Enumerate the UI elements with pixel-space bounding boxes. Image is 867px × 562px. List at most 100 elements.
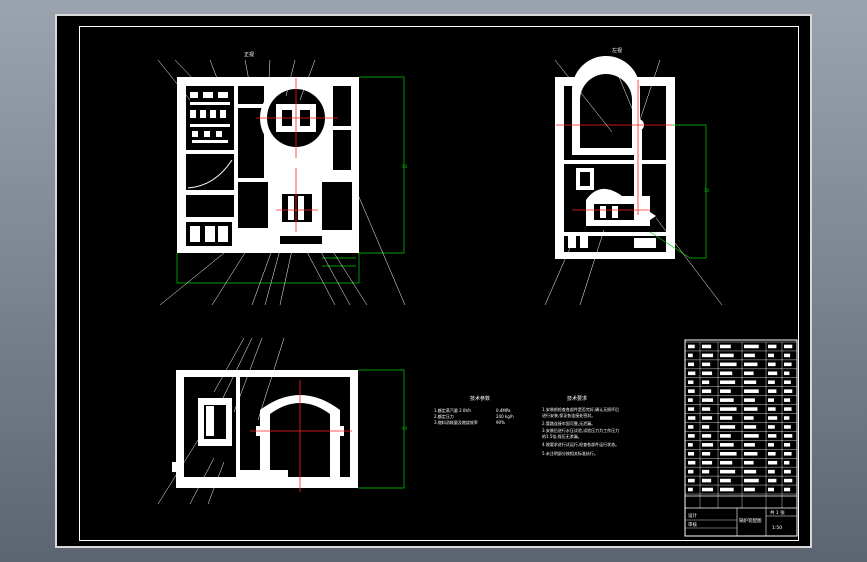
- parts-cell-text: [768, 407, 776, 411]
- parts-cell-text: [784, 487, 791, 492]
- parts-cell-text: [702, 487, 714, 492]
- parts-cell-text: [688, 407, 695, 411]
- top-view: 40: [157, 337, 408, 505]
- parts-cell-text: [688, 380, 694, 385]
- parts-cell-text: [768, 443, 774, 447]
- parts-cell-text: [744, 407, 758, 411]
- parts-cell-text: [744, 362, 758, 367]
- parts-cell-text: [744, 344, 759, 349]
- parts-cell-text: [720, 434, 731, 438]
- parts-cell-text: [744, 353, 755, 358]
- tech-param-line-1: 1.额定蒸汽量 2.0t/h: [434, 407, 471, 413]
- parts-cell-text: [720, 443, 734, 447]
- parts-cell-text: [744, 416, 754, 420]
- parts-cell-text: [702, 460, 713, 465]
- parts-cell-text: [720, 389, 731, 393]
- parts-cell-text: [768, 451, 776, 456]
- parts-cell-text: [744, 451, 758, 456]
- parts-cell-text: [702, 478, 712, 483]
- parts-cell-text: [688, 371, 696, 376]
- svg-text:40: 40: [402, 426, 408, 431]
- parts-cell-text: [768, 371, 778, 376]
- parts-cell-text: [688, 344, 695, 349]
- tech-req-heading: 技术要求: [567, 395, 587, 402]
- parts-cell-text: [702, 451, 711, 456]
- parts-cell-text: [720, 416, 733, 420]
- tech-req-line-4: 3.安装后进行水压试验,试验压力为工作压力: [542, 427, 619, 433]
- parts-cell-text: [784, 443, 791, 447]
- parts-cell-text: [688, 425, 694, 429]
- parts-cell-text: [744, 487, 755, 492]
- tech-params-heading: 技术参数: [470, 395, 490, 402]
- parts-cell-text: [720, 487, 734, 492]
- parts-cell-text: [784, 344, 793, 349]
- parts-cell-text: [744, 389, 759, 393]
- tech-notes: 技术参数 1.额定蒸汽量 2.0t/h 2.额定压力 3.燃料消耗量及燃烧效率 …: [434, 395, 619, 456]
- parts-cell-text: [702, 353, 714, 358]
- parts-cell-text: [784, 362, 792, 367]
- parts-cell-text: [702, 416, 713, 420]
- parts-cell-text: [768, 362, 776, 367]
- checker-label: 审核: [688, 521, 697, 528]
- parts-cell-text: [720, 371, 733, 376]
- designer-label: 设计: [688, 512, 697, 519]
- drawing-scale: 1:50: [772, 525, 782, 531]
- parts-cell-text: [688, 362, 695, 367]
- parts-cell-text: [768, 487, 774, 492]
- parts-cell-text: [784, 353, 791, 358]
- parts-cell-text: [784, 451, 792, 456]
- parts-cell-text: [720, 353, 734, 358]
- parts-cell-text: [768, 389, 777, 393]
- parts-cell-text: [720, 362, 737, 367]
- parts-cell-text: [688, 451, 695, 456]
- parts-cell-text: [720, 344, 731, 349]
- parts-cell-text: [702, 362, 711, 367]
- parts-cell-text: [744, 460, 754, 465]
- parts-cell-text: [784, 398, 791, 402]
- parts-cell-text: [744, 478, 759, 483]
- parts-cell-text: [702, 398, 714, 402]
- parts-cell-text: [702, 443, 714, 447]
- parts-cell-text: [784, 389, 793, 393]
- parts-cell-text: [768, 380, 775, 385]
- parts-cell-text: [768, 434, 777, 438]
- parts-cell-text: [688, 353, 693, 358]
- parts-cell-text: [688, 460, 696, 465]
- parts-cell-text: [720, 451, 737, 456]
- parts-cell-text: [702, 425, 710, 429]
- tech-req-line-2: 进行安装,保证各连接处密封。: [542, 412, 595, 418]
- tech-param-line-2: 2.额定压力: [434, 413, 454, 419]
- parts-cell-text: [688, 469, 694, 474]
- parts-cell-text: [784, 460, 790, 465]
- side-view-title: 左视: [612, 47, 622, 54]
- parts-cell-text: [702, 389, 712, 393]
- parts-cell-text: [744, 425, 757, 429]
- tech-param-value-3: 90%: [496, 420, 505, 425]
- parts-cell-text: [720, 380, 736, 385]
- side-view: 左视 30: [544, 47, 723, 306]
- parts-cell-text: [768, 416, 778, 420]
- parts-cell-text: [688, 389, 695, 393]
- parts-cell-text: [720, 460, 733, 465]
- parts-cell-text: [744, 398, 755, 402]
- parts-cell-text: [744, 380, 757, 385]
- svg-text:30: 30: [704, 188, 710, 193]
- parts-cell-text: [702, 434, 712, 438]
- front-view-title: 正视: [244, 51, 254, 58]
- parts-cell-text: [720, 398, 734, 402]
- parts-cell-text: [784, 425, 791, 429]
- parts-cell-text: [768, 353, 774, 358]
- parts-cell-text: [720, 425, 736, 429]
- parts-cell-text: [702, 469, 710, 474]
- tech-param-line-3: 3.燃料消耗量及燃烧效率: [434, 419, 478, 425]
- sheet-count: 共 1 张: [770, 509, 785, 516]
- parts-cell-text: [702, 371, 713, 376]
- tech-req-line-3: 2.管路连接牢固可靠,无泄漏。: [542, 420, 595, 426]
- front-view: 正视: [157, 51, 408, 306]
- svg-text:50: 50: [402, 164, 408, 169]
- tech-req-line-6: 4.按要求进行试运行,检查各部件运行状态。: [542, 441, 619, 447]
- parts-cell-text: [688, 398, 693, 402]
- parts-cell-text: [688, 434, 695, 438]
- parts-cell-text: [702, 407, 711, 411]
